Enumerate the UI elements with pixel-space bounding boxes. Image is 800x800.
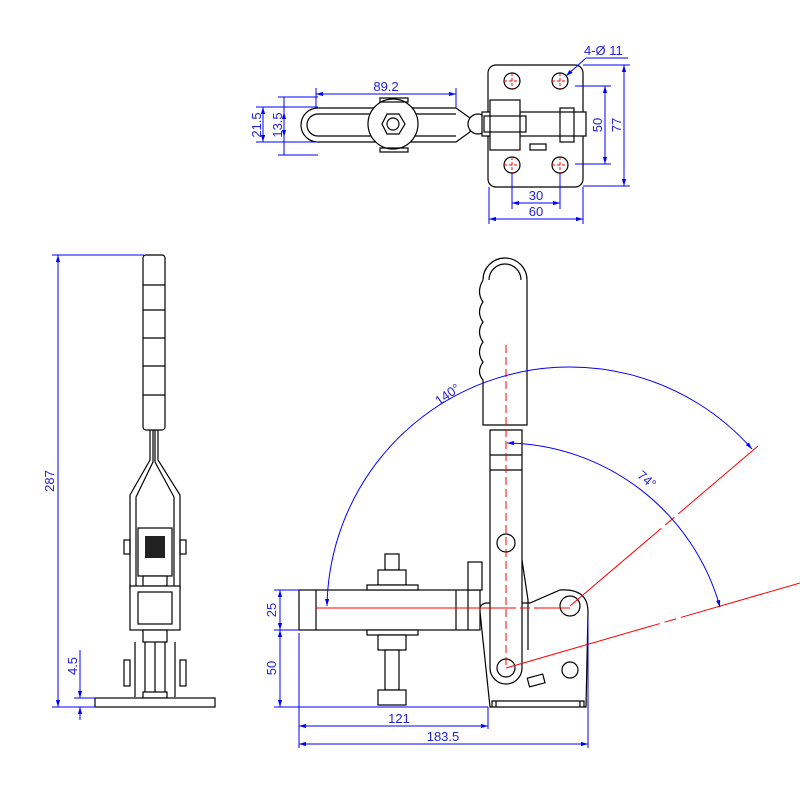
mounting-holes [503,72,569,174]
dim-slot-width: 13.5 [270,112,285,137]
top-view-dimensions: 89.2 21.5 13.5 50 77 30 60 4-Ø 11 [249,43,630,224]
dim-handle-length: 89.2 [373,79,398,94]
dim-holes: 4-Ø 11 [584,43,623,58]
dim-base-thickness: 4.5 [65,657,80,675]
dim-outer-width: 21.5 [249,112,264,137]
dim-total-height: 287 [42,470,57,492]
dim-bar-height: 25 [264,603,279,617]
top-view [300,64,587,188]
dim-hole-pitch-x: 30 [529,188,543,203]
front-view [298,257,589,708]
dim-bar-reach: 121 [388,711,410,726]
side-view-dimensions: 287 4.5 [42,254,144,720]
dim-base-length: 77 [609,118,624,132]
dim-bar-elevation: 50 [264,661,279,675]
dim-hole-pitch-y: 50 [590,118,605,132]
dim-open-angle: 140° [432,380,463,408]
side-view [94,254,216,708]
dim-base-width: 60 [529,204,543,219]
dim-overall-length: 183.5 [427,729,460,744]
